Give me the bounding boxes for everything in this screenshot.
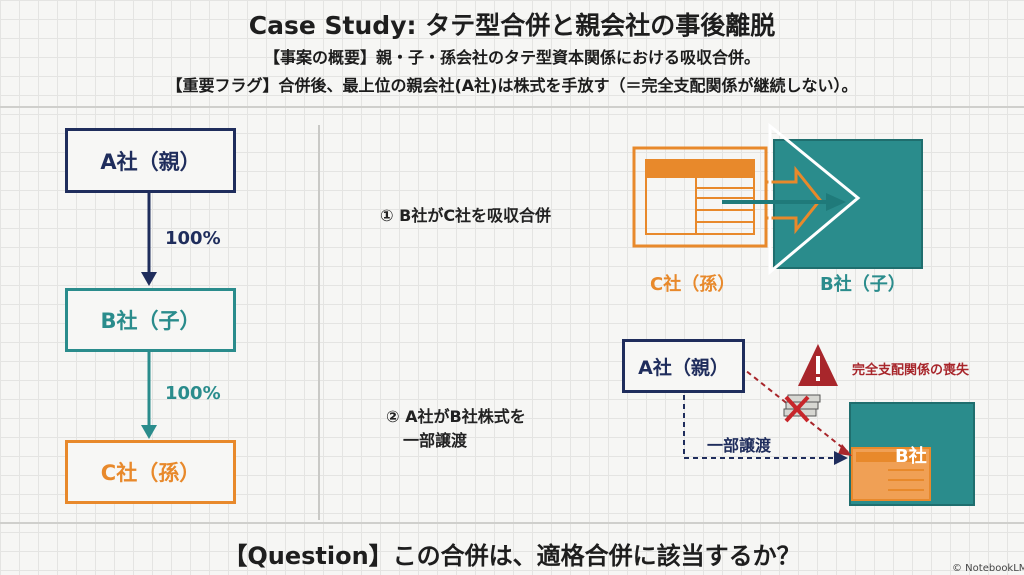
vertical-divider [318,125,320,520]
arrow-a-to-b-head [141,272,157,286]
company-b-box: B社（子） [65,288,236,352]
transfer-label: 一部譲渡 [707,436,772,455]
parent-a-box: A社（親） [622,339,745,393]
transfer-path [683,395,836,459]
footer-credit: © NotebookLM [952,563,1024,574]
step2-label-line1: ② A社がB社株式を [386,407,526,426]
merger-illustration [632,122,923,276]
step1-label: ① B社がC社を吸収合併 [380,206,552,225]
company-b-block-label: B社 [895,446,927,467]
step2-label-line2: 一部譲渡 [403,431,468,450]
document-header-bar [646,160,754,178]
surviving-b-caption: B社（子） [820,274,906,295]
company-c-box: C社（孫） [65,440,236,504]
warning-text: 完全支配関係の喪失 [852,363,970,378]
important-flag: 【重要フラグ】合併後、最上位の親会社(A社)は株式を手放す（＝完全支配関係が継続… [166,76,858,95]
footer-divider [0,522,1024,524]
ownership-b-c: 100% [165,383,221,404]
arrow-b-to-c-head [141,425,157,439]
company-a-box: A社（親） [65,128,236,193]
absorb-arrow-head [826,193,846,211]
ownership-a-b: 100% [165,228,221,249]
merged-c-caption: C社（孫） [650,274,736,295]
absorb-chevron [768,122,861,276]
transfer-path-head [834,451,848,465]
question-text: 【Question】この合併は、適格合併に該当するか？ [223,542,801,570]
transfer-illustration [683,344,975,506]
page-title: Case Study: タテ型合併と親会社の事後離脱 [248,11,776,40]
header-divider [0,106,1024,108]
case-summary: 【事案の概要】親・子・孫会社のタテ型資本関係における吸収合併。 [263,48,760,67]
